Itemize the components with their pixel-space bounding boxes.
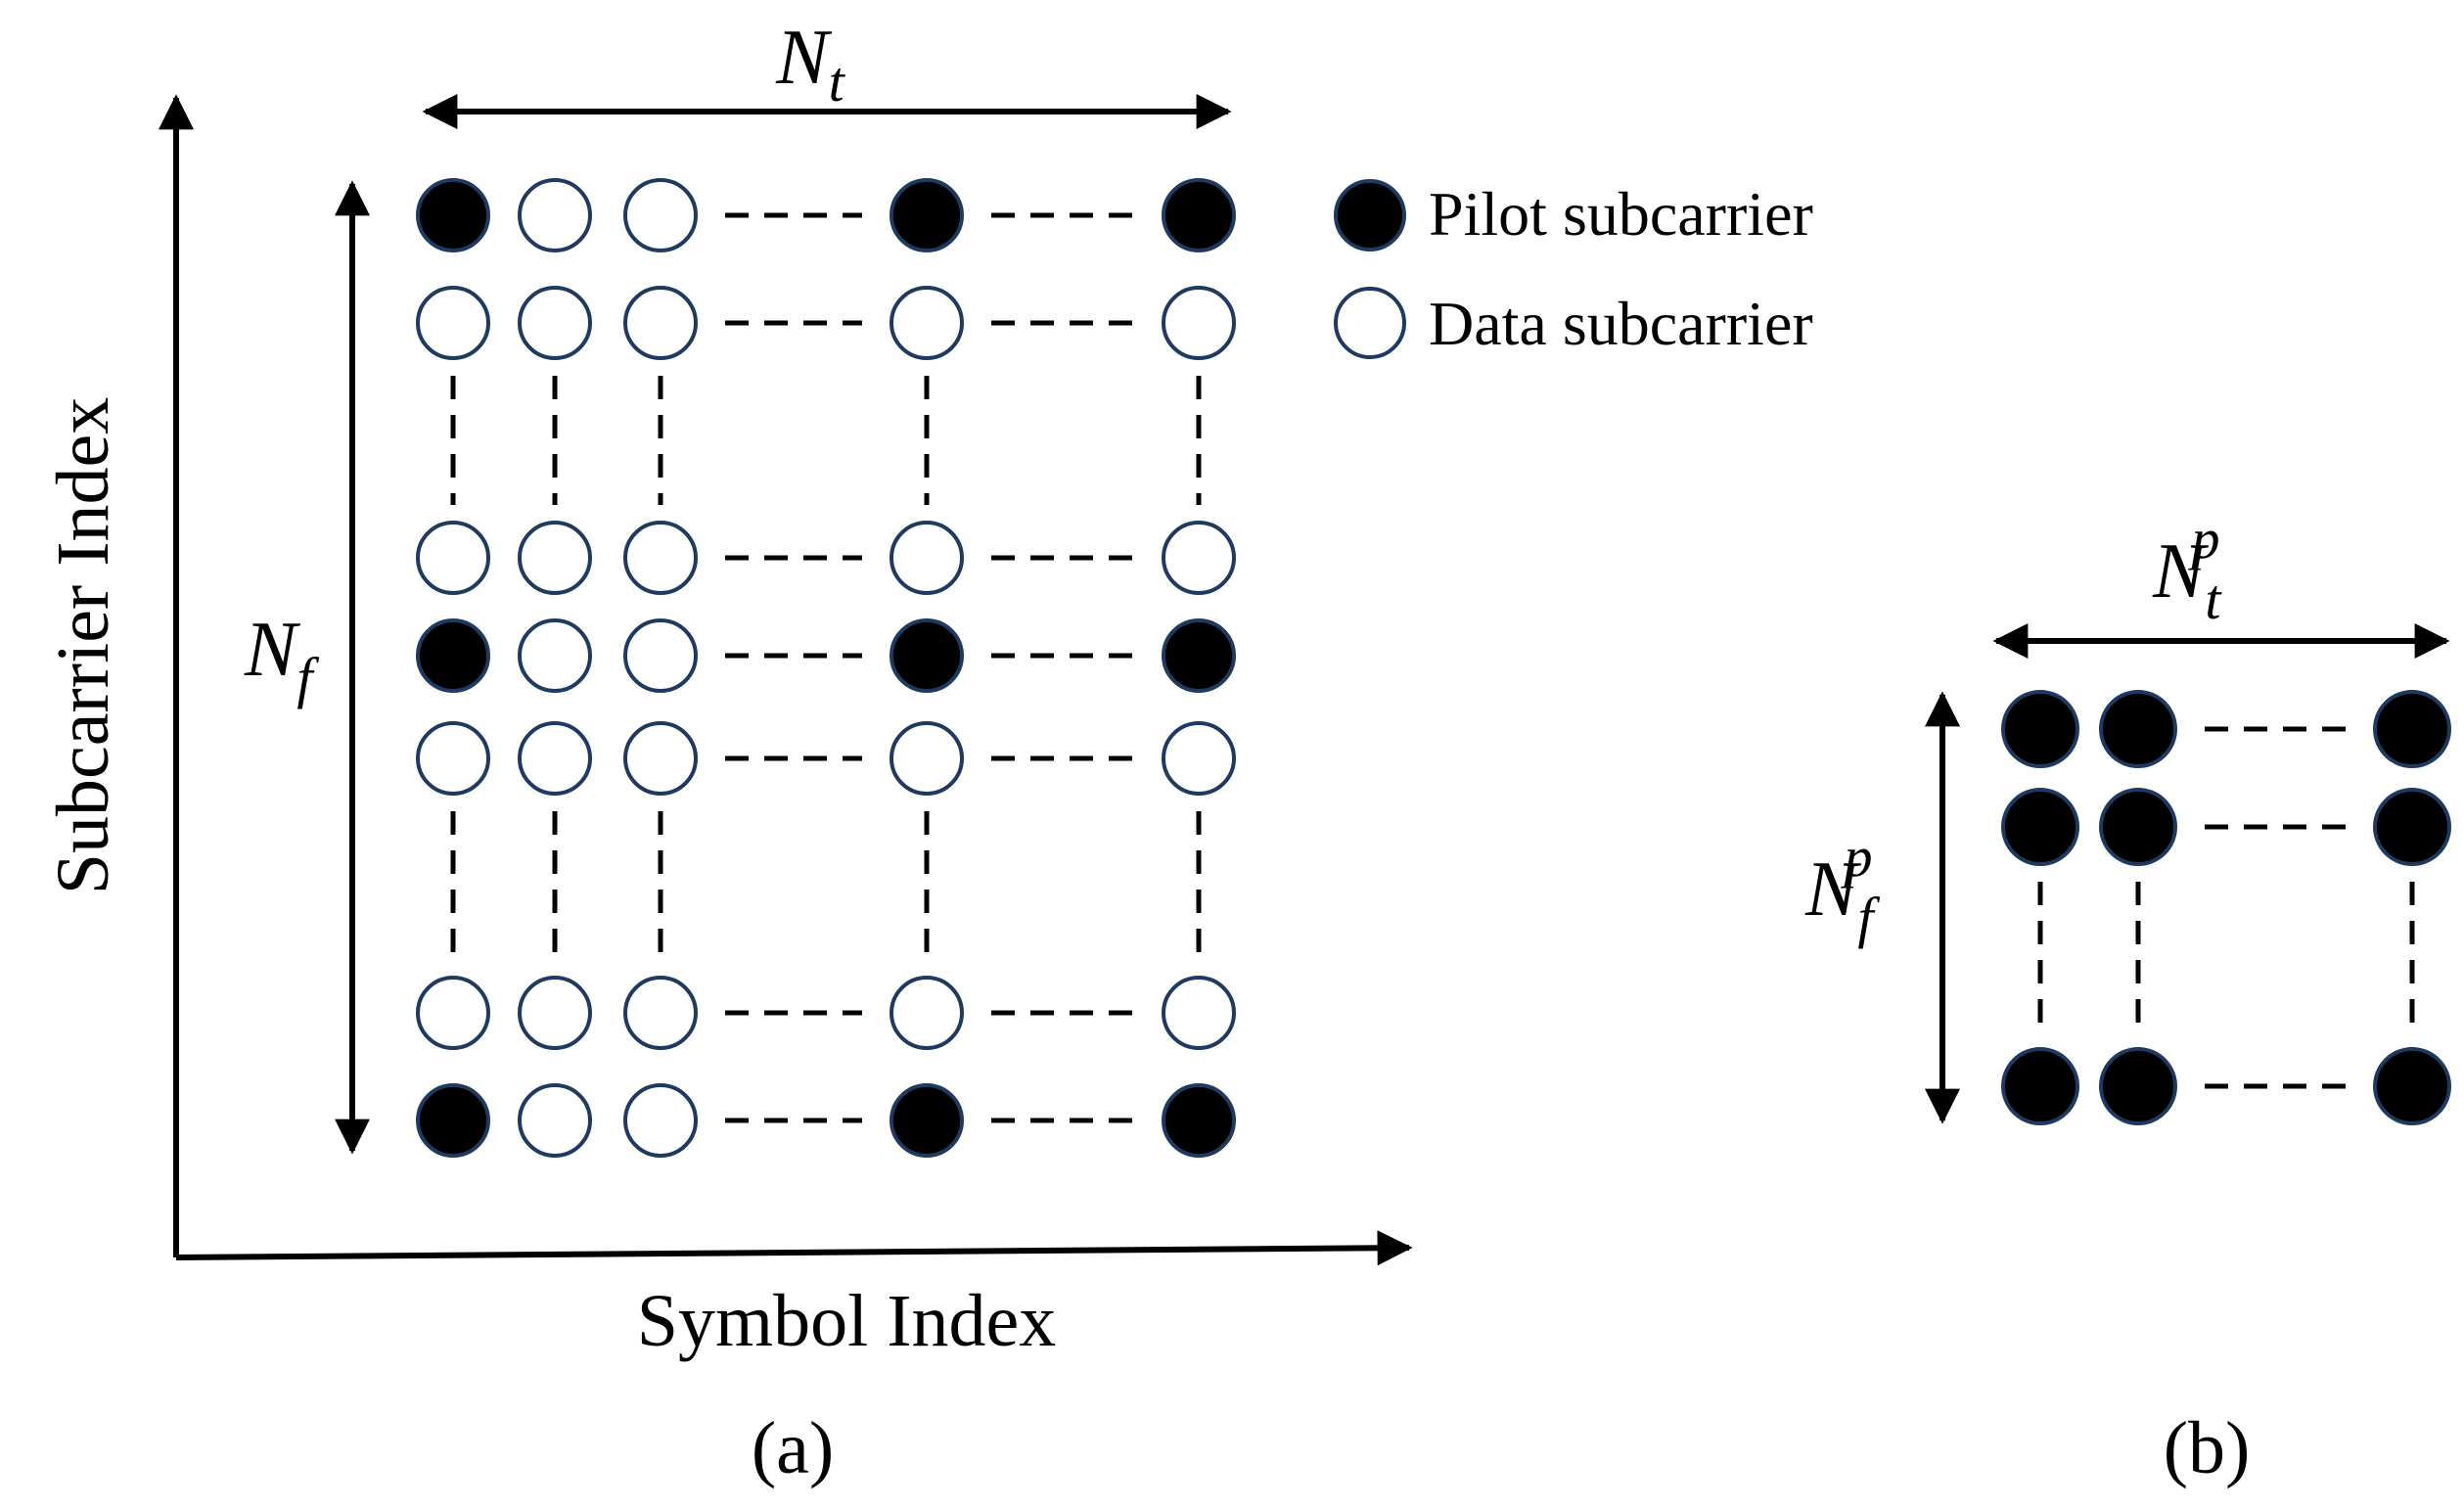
data-subcarrier [623,521,698,595]
data-subcarrier [518,286,592,360]
legend-pilot-marker [1334,179,1406,251]
pilot-subcarrier [1162,178,1236,252]
caption-b: (b) [2164,1407,2251,1489]
pilot-subcarrier [1162,1083,1236,1158]
pilot-subcarrier [2373,788,2451,866]
data-subcarrier [890,976,964,1050]
pilot-subcarrier [890,178,964,252]
data-subcarrier [623,976,698,1050]
pilot-subcarrier [2099,690,2177,768]
legend-data-label: Data subcarrier [1429,289,1813,358]
pilot-subcarrier [2373,1047,2451,1125]
x-axis [175,1230,1413,1266]
data-subcarrier [416,721,490,796]
y-axis-label: Subcarrier Index [42,397,124,895]
pilot-subcarrier [1162,618,1236,693]
data-subcarrier [623,178,698,252]
pilot-subcarrier [416,178,490,252]
pilot-subcarrier [2001,690,2079,768]
data-subcarrier [518,1083,592,1158]
data-subcarrier [890,521,964,595]
data-subcarrier [623,1083,698,1158]
pilot-subcarrier [2373,690,2451,768]
nf-label: Nf [244,607,319,709]
nt-p-label: Ntp [2152,507,2222,631]
panel-b-grid [2001,690,2451,1125]
nf-p-label: Nfp [1804,825,1880,949]
data-subcarrier [416,286,490,360]
pilot-subcarrier [416,1083,490,1158]
pilot-subcarrier [2001,1047,2079,1125]
data-subcarrier [518,178,592,252]
data-subcarrier [416,976,490,1050]
pilot-subcarrier [890,618,964,693]
x-axis-label: Symbol Index [637,1280,1057,1362]
data-subcarrier [518,618,592,693]
data-subcarrier [623,618,698,693]
data-subcarrier [518,976,592,1050]
data-subcarrier [1162,521,1236,595]
data-subcarrier [1162,286,1236,360]
data-subcarrier [1162,976,1236,1050]
panel-a-grid [416,178,1236,1158]
legend-data-marker [1334,287,1406,359]
data-subcarrier [623,721,698,796]
data-subcarrier [890,721,964,796]
caption-a: (a) [752,1407,834,1489]
data-subcarrier [518,721,592,796]
data-subcarrier [1162,721,1236,796]
pilot-subcarrier [2099,1047,2177,1125]
nt-label: Nt [775,15,845,114]
data-subcarrier [890,286,964,360]
data-subcarrier [518,521,592,595]
pilot-subcarrier [2099,788,2177,866]
data-subcarrier [623,286,698,360]
pilot-subcarrier [890,1083,964,1158]
pilot-subcarrier [2001,788,2079,866]
legend-pilot-label: Pilot subcarrier [1429,179,1813,249]
data-subcarrier [416,521,490,595]
pilot-subcarrier [416,618,490,693]
legend: Pilot subcarrier Data subcarrier [1334,179,1813,359]
